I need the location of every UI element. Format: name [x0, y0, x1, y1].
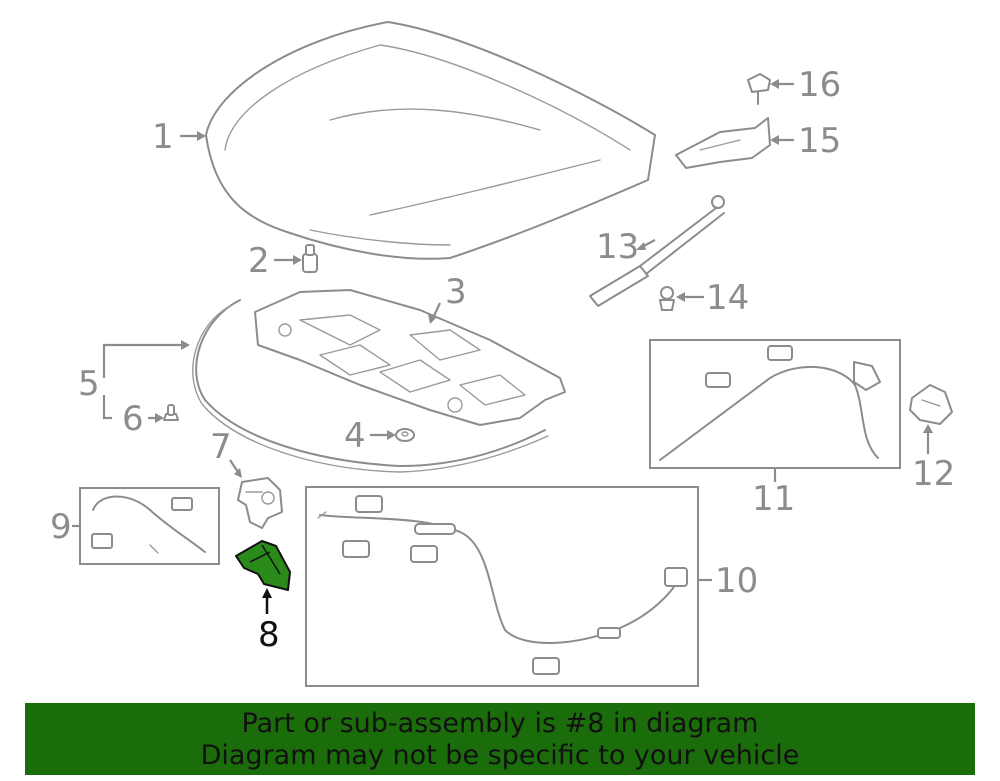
latch-bracket-highlighted[interactable]	[235, 540, 291, 591]
banner-line-2: Diagram may not be specific to your vehi…	[200, 740, 800, 771]
callout-12: 12	[912, 454, 955, 494]
hood-hinge[interactable]	[675, 117, 771, 169]
hood-insulator[interactable]	[254, 289, 566, 426]
callout-7: 7	[210, 427, 232, 467]
callout-8: 8	[258, 615, 280, 655]
hood-latch[interactable]	[237, 477, 283, 529]
bracket-12[interactable]	[909, 384, 953, 425]
callout-15: 15	[798, 121, 841, 161]
part-notice-banner: Part or sub-assembly is #8 in diagram Di…	[25, 703, 975, 775]
hood-seal[interactable]	[192, 299, 549, 473]
ball-stud[interactable]	[659, 286, 675, 311]
hood-panel[interactable]	[205, 21, 656, 260]
callout-11: 11	[752, 479, 795, 519]
bumper-stop[interactable]	[302, 244, 318, 273]
callout-6: 6	[122, 399, 144, 439]
callout-14: 14	[706, 278, 749, 318]
callout-4: 4	[344, 416, 366, 456]
callout-5: 5	[78, 364, 100, 404]
callout-10: 10	[715, 561, 758, 601]
callout-3: 3	[445, 272, 467, 312]
hood-lift-strut[interactable]	[589, 195, 725, 307]
hinge-bolt[interactable]	[747, 73, 771, 105]
cable-kit-9[interactable]	[79, 487, 220, 565]
release-cable-10[interactable]	[305, 486, 699, 687]
release-cable-11[interactable]	[649, 339, 901, 469]
grommet[interactable]	[395, 428, 415, 442]
callout-13: 13	[596, 227, 639, 267]
parts-diagram: 1 2 3 4 5 6 7 8 9 10 11 12 13 14 15 16	[50, 21, 955, 687]
banner-line-1: Part or sub-assembly is #8 in diagram	[241, 708, 759, 739]
callout-1: 1	[152, 117, 174, 157]
callout-9: 9	[50, 507, 72, 547]
callout-arrows	[72, 79, 933, 614]
callout-2: 2	[248, 241, 270, 281]
callout-16: 16	[798, 65, 841, 105]
seal-clip[interactable]	[163, 404, 179, 421]
